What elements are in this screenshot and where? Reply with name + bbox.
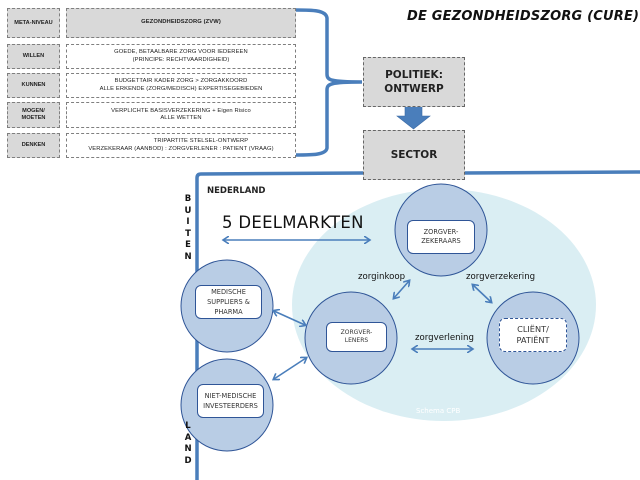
politiek-line: ONTWERP (384, 83, 444, 95)
arrow-medische-zorgverleners (274, 311, 305, 325)
arrow-niet-medische-zorgverleners (274, 358, 306, 379)
sector-box: SECTOR (363, 130, 465, 180)
node-line: LENERS (344, 337, 369, 344)
row-label-mogen-moeten: MOGEN/ MOETEN (7, 102, 60, 128)
sector-label: SECTOR (390, 149, 438, 161)
row-content-line: ALLE WETTEN (160, 115, 202, 121)
row-content-line: VERZEKERAAR (AANBOD) : ZORGVERLENER : PA… (88, 145, 274, 152)
row-label-text: KUNNEN (21, 82, 46, 88)
row-label-line: MOETEN (21, 115, 46, 121)
row-content-denken: TRIPARTITE STELSEL-ONTWERP VERZEKERAAR (… (66, 133, 296, 158)
node-line: INVESTEERDERS (203, 402, 258, 410)
node-medische-suppliers: MEDISCHE SUPPLIERS & PHARMA (195, 285, 262, 319)
flow-zorgverlening: zorgverlening (415, 333, 474, 343)
row-content-willen: GOEDE, BETAALBARE ZORG VOOR IEDEREEN (PR… (66, 44, 296, 69)
row-label-meta-niveau: META-NIVEAU (7, 8, 60, 38)
letter: L (185, 421, 191, 431)
nederland-label: NEDERLAND (207, 186, 266, 196)
deelmarkten-label: 5 DEELMARKTEN (222, 213, 364, 232)
node-client-patient: CLIËNT/ PATIËNT (499, 318, 567, 352)
node-line: ZORGVER- (423, 228, 459, 236)
flow-zorginkoop: zorginkoop (358, 272, 406, 282)
row-content-meta-niveau: GEZONDHEIDSZORG (ZVW) (66, 8, 296, 38)
row-content-line: TRIPARTITE STELSEL-ONTWERP (153, 138, 249, 144)
row-label-willen: WILLEN (7, 44, 60, 69)
row-content-mogen-moeten: VERPLICHTE BASISVERZEKERING + Eigen Risi… (66, 102, 296, 128)
node-niet-medische: NIET-MEDISCHE INVESTEERDERS (197, 384, 264, 418)
row-label-text: WILLEN (22, 53, 45, 59)
letter: B (184, 194, 192, 204)
arrow-zorgverzekering (473, 285, 491, 302)
arrow-zorginkoop (394, 281, 409, 298)
row-content-text: GEZONDHEIDSZORG (ZVW) (141, 19, 221, 26)
node-line: PHARMA (214, 308, 243, 316)
flow-zorgverzekering: zorgverzekering (466, 272, 536, 282)
letter: U (184, 205, 192, 216)
row-content-line: (PRINCIPE: RECHTVAARDIGHEID) (132, 56, 230, 63)
row-label-text: META-NIVEAU (14, 19, 53, 26)
letter: E (185, 240, 191, 250)
node-line: MEDISCHE (211, 288, 246, 296)
row-content-line: ALLE ERKENDE (ZORG/MEDISCH) EXPERTISEGEB… (99, 85, 263, 92)
node-line: SUPPLIERS & (207, 298, 250, 306)
politiek-ontwerp-box: POLITIEK: ONTWERP (363, 57, 465, 107)
buitenland-top: B U I T E N (183, 194, 193, 263)
row-content-kunnen: BUDGETTAIR KADER ZORG > ZORGAKKOORD ALLE… (66, 73, 296, 98)
letter: I (186, 217, 190, 227)
nederland-boundary (195, 170, 640, 480)
node-line: NIET-MEDISCHE (204, 392, 257, 400)
row-content-line: GOEDE, BETAALBARE ZORG VOOR IEDEREEN (114, 49, 248, 55)
curly-bracket (295, 8, 363, 157)
row-label-text: DENKEN (21, 142, 46, 148)
node-line: CLIËNT/ (517, 324, 549, 334)
row-content-line: BUDGETTAIR KADER ZORG > ZORGAKKOORD (114, 78, 248, 84)
politiek-line: POLITIEK: (385, 69, 443, 81)
node-line: ZEKERAARS (421, 237, 461, 245)
node-zorgverzekeraars: ZORGVER- ZEKERAARS (407, 220, 475, 254)
row-content-line: VERPLICHTE BASISVERZEKERING + Eigen Risi… (111, 107, 251, 114)
row-label-kunnen: KUNNEN (7, 73, 60, 98)
letter: T (185, 228, 191, 239)
node-line: PATIËNT (516, 335, 550, 345)
row-label-denken: DENKEN (7, 133, 60, 158)
node-line: ZORGVER- (340, 329, 373, 336)
row-label-line: MOGEN/ (22, 108, 45, 114)
buitenland-bottom: L A N D (183, 421, 193, 467)
letter: D (184, 455, 192, 466)
letter: A (184, 432, 192, 443)
down-arrow (396, 105, 431, 130)
letter: N (184, 444, 192, 454)
source-label: Schema CPB (416, 407, 461, 415)
node-zorgverleners: ZORGVER- LENERS (326, 322, 387, 352)
page-title: DE GEZONDHEIDSZORG (CURE) (407, 9, 640, 24)
letter: N (184, 251, 192, 262)
